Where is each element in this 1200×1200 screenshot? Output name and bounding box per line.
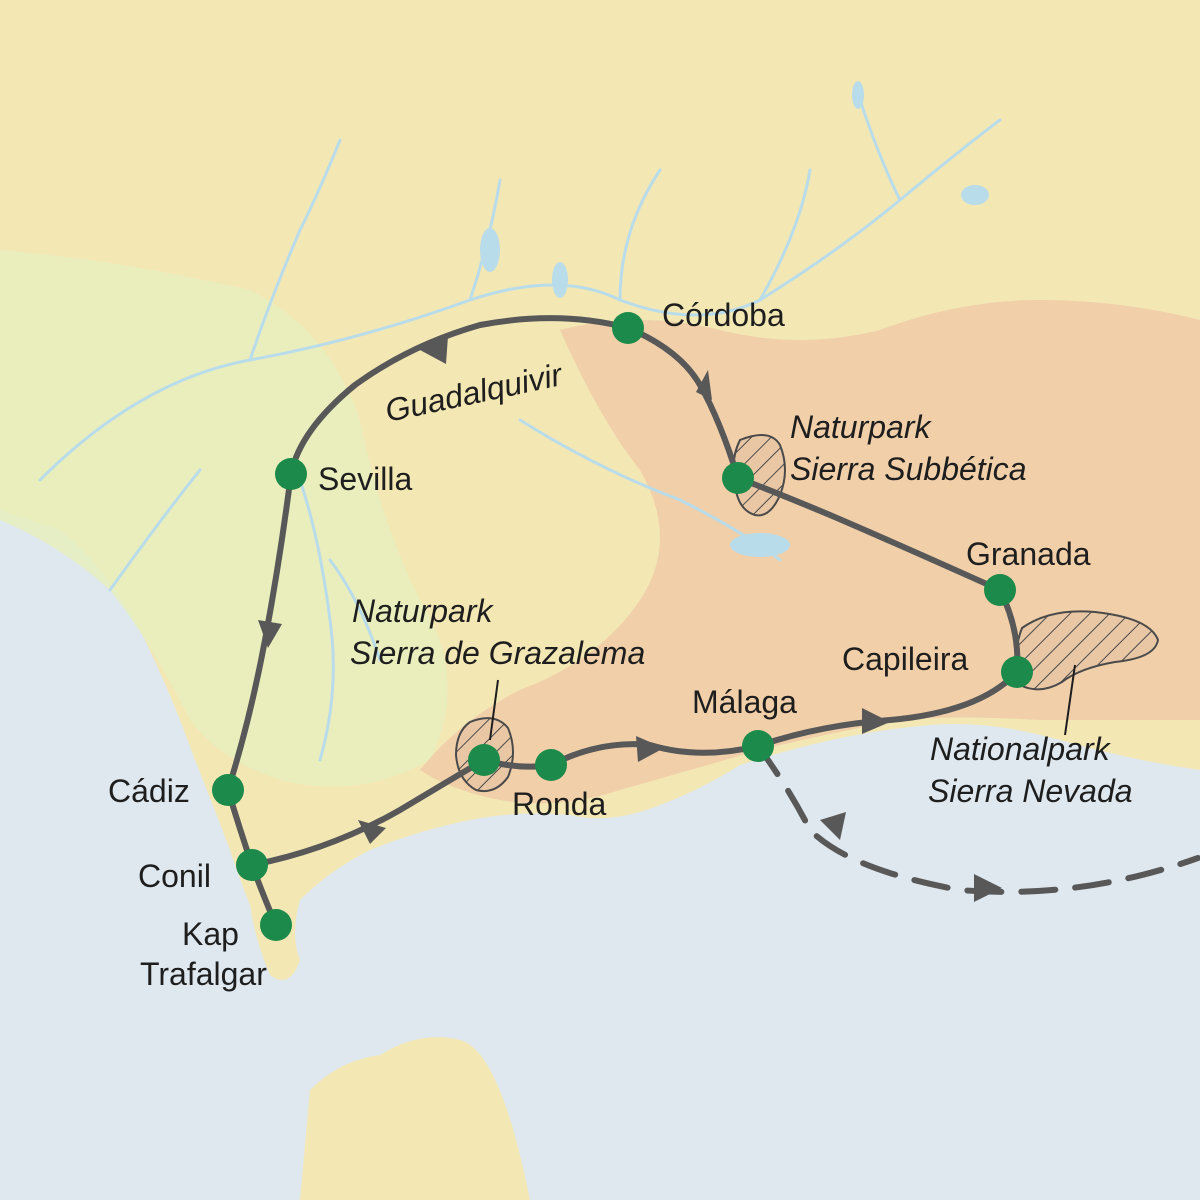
arrow-icon bbox=[420, 336, 448, 364]
label-park-subbetica-1: Naturpark bbox=[790, 409, 933, 445]
stop-dot-malaga bbox=[742, 730, 774, 762]
arrow-icon bbox=[862, 708, 890, 734]
label-park-grazalema-2: Sierra de Grazalema bbox=[350, 635, 645, 671]
label-park-nevada-2: Sierra Nevada bbox=[928, 773, 1133, 809]
arrow-icon bbox=[258, 620, 282, 648]
land-lowland bbox=[0, 250, 448, 787]
label-malaga: Málaga bbox=[692, 684, 797, 720]
label-granada: Granada bbox=[966, 536, 1091, 572]
stop-dot-ronda bbox=[535, 749, 567, 781]
park-leader-lines bbox=[489, 664, 1076, 741]
arrow-icon bbox=[358, 820, 386, 844]
label-trafalgar: Trafalgar bbox=[140, 956, 267, 992]
label-park-nevada-1: Nationalpark bbox=[930, 731, 1112, 767]
stops bbox=[212, 312, 1033, 941]
label-sevilla: Sevilla bbox=[318, 461, 412, 497]
label-park-grazalema-1: Naturpark bbox=[352, 593, 495, 629]
stop-dot-cadiz bbox=[212, 774, 244, 806]
stop-dot-capileira bbox=[1001, 656, 1033, 688]
label-kap: Kap bbox=[182, 916, 239, 952]
arrow-icon bbox=[636, 736, 664, 762]
arrow-icon bbox=[820, 812, 846, 840]
stop-dot-kap-trafalgar bbox=[260, 909, 292, 941]
lakes bbox=[480, 81, 989, 557]
stop-dot-conil bbox=[236, 849, 268, 881]
ferry-route bbox=[755, 743, 1200, 895]
stop-dot-ronda-park bbox=[468, 744, 500, 776]
label-conil: Conil bbox=[138, 858, 211, 894]
label-cordoba: Córdoba bbox=[662, 297, 785, 333]
label-capileira: Capileira bbox=[842, 641, 968, 677]
arrow-icon bbox=[696, 370, 712, 400]
label-cadiz: Cádiz bbox=[108, 773, 190, 809]
label-park-subbetica-2: Sierra Subbética bbox=[790, 451, 1027, 487]
label-ronda: Ronda bbox=[512, 786, 607, 822]
route-arrows bbox=[258, 336, 1002, 902]
land-africa bbox=[300, 1037, 530, 1200]
stop-dot-granada bbox=[984, 574, 1016, 606]
stop-dot-cordoba bbox=[612, 312, 644, 344]
arrow-icon bbox=[974, 874, 1002, 902]
stop-dot-sevilla bbox=[275, 458, 307, 490]
stop-dot-subbetica bbox=[722, 462, 754, 494]
